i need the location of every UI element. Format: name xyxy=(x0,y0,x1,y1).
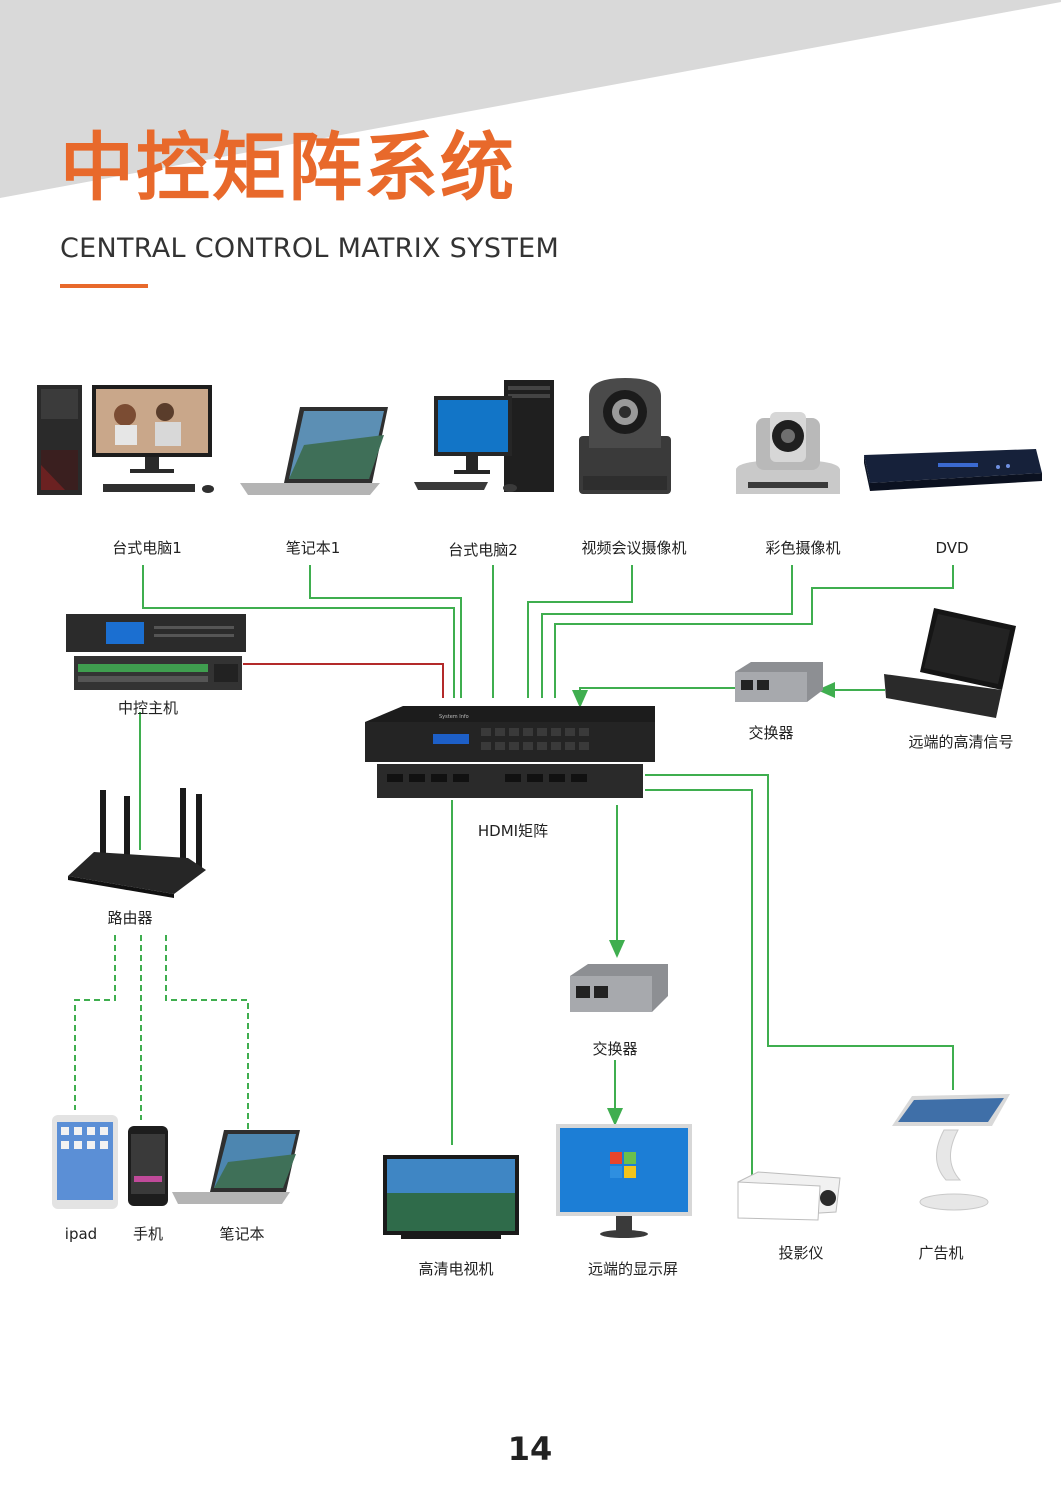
label-color-camera: 彩色摄像机 xyxy=(765,539,841,557)
desktop2-icon xyxy=(414,380,554,492)
label-central-controller: 中控主机 xyxy=(117,699,179,717)
switch-mid-icon xyxy=(570,964,668,1012)
header-band xyxy=(0,0,1061,198)
hdtv-icon xyxy=(383,1155,519,1239)
desktop1-icon xyxy=(37,385,214,495)
ad-machine-icon xyxy=(892,1094,1010,1211)
wire-ad-machine xyxy=(645,774,954,1090)
wire-laptop1 xyxy=(309,565,462,698)
remote-display-icon xyxy=(556,1124,692,1238)
label-hdtv: 高清电视机 xyxy=(418,1260,494,1278)
label-router: 路由器 xyxy=(107,909,153,927)
label-dvd: DVD xyxy=(935,539,969,557)
wire-conf-camera xyxy=(527,565,633,698)
conference-camera-icon xyxy=(579,378,671,494)
color-camera-icon xyxy=(736,412,840,494)
label-remote-signal: 远端的高清信号 xyxy=(908,733,1014,751)
matrix-brand-text: System Info xyxy=(439,714,469,720)
label-desktop2: 台式电脑2 xyxy=(448,541,518,559)
wire-desktop1 xyxy=(142,565,455,698)
ipad-icon xyxy=(52,1115,118,1209)
wire-ipad xyxy=(74,935,116,1110)
label-desktop1: 台式电脑1 xyxy=(112,539,182,557)
label-notebook: 笔记本 xyxy=(219,1225,265,1243)
label-switch-mid: 交换器 xyxy=(592,1040,638,1058)
label-conference-camera: 视频会议摄像机 xyxy=(581,539,687,557)
phone-icon xyxy=(128,1126,168,1206)
label-phone: 手机 xyxy=(132,1225,164,1243)
switch-top-icon xyxy=(735,662,823,702)
notebook-icon xyxy=(172,1130,300,1204)
wire-projector xyxy=(645,789,753,1180)
wire-notebook xyxy=(165,935,249,1130)
label-projector: 投影仪 xyxy=(778,1244,824,1262)
label-switch-top: 交换器 xyxy=(748,724,794,742)
central-controller-icon xyxy=(66,614,246,690)
remote-signal-laptop-icon xyxy=(884,608,1016,718)
label-remote-display: 远端的显示屏 xyxy=(587,1260,679,1278)
page-number: 14 xyxy=(507,1430,553,1468)
label-hdmi-matrix: HDMI矩阵 xyxy=(477,822,549,840)
projector-icon xyxy=(737,1171,841,1221)
wire-dvd xyxy=(554,565,954,698)
label-ipad: ipad xyxy=(64,1225,98,1243)
label-laptop1: 笔记本1 xyxy=(285,539,341,557)
page-title: 中控矩阵系统 xyxy=(60,125,516,211)
wire-control-red xyxy=(243,663,444,698)
wire-color-camera xyxy=(541,565,793,698)
label-ad-machine: 广告机 xyxy=(918,1244,964,1262)
page-subtitle: CENTRAL CONTROL MATRIX SYSTEM xyxy=(60,233,560,264)
wire-switch-top xyxy=(572,687,735,708)
hdmi-matrix-icon: System Info xyxy=(365,706,655,798)
connection-wires xyxy=(74,565,954,1180)
dvd-player-icon xyxy=(864,449,1042,491)
laptop1-icon xyxy=(240,407,388,495)
title-underline xyxy=(60,284,148,288)
router-icon xyxy=(68,788,206,898)
